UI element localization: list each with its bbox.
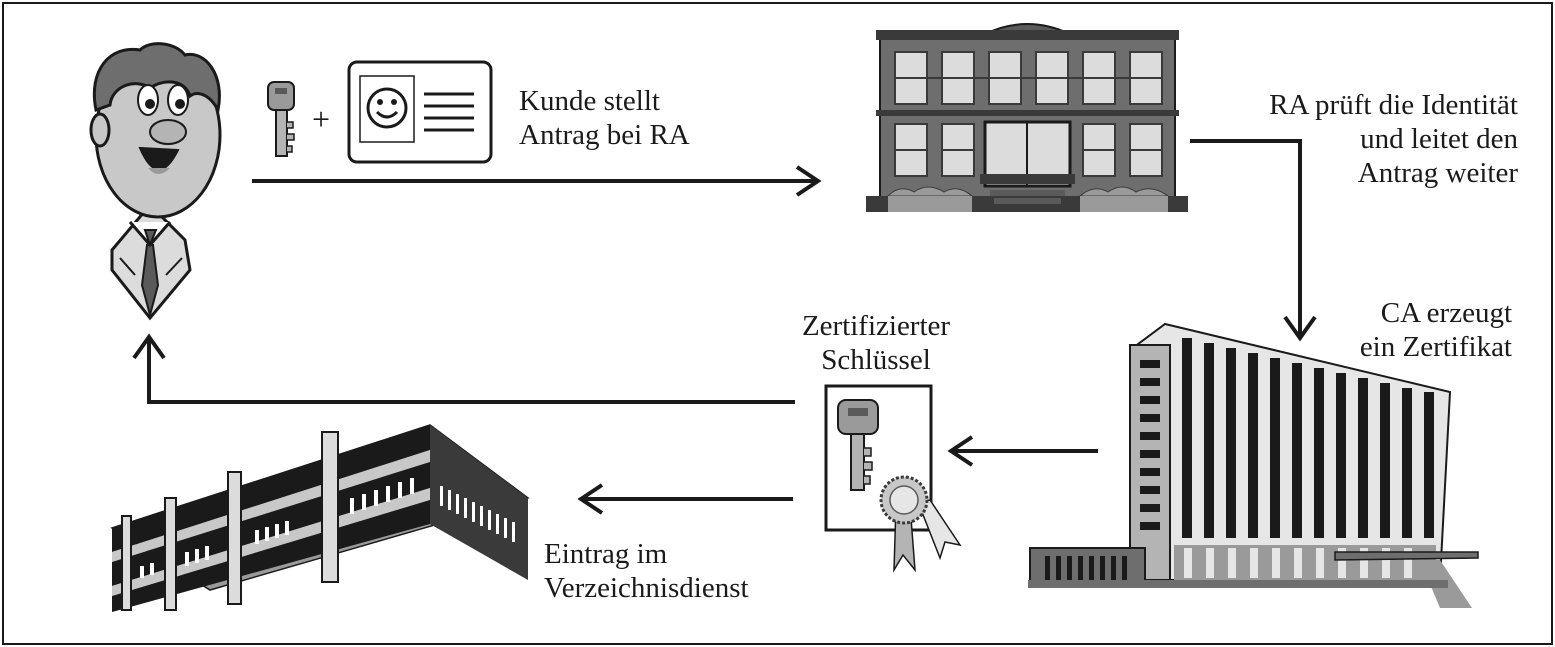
ra-building-icon — [866, 23, 1188, 212]
plus-sign: + — [312, 101, 331, 137]
id-card-icon — [347, 60, 493, 164]
ca-building-icon — [1028, 322, 1479, 608]
arrow-certificate-to-customer — [132, 333, 795, 404]
label-ca-create: CA erzeugt ein Zertifikat — [1359, 297, 1512, 363]
directory-building-icon — [110, 424, 530, 612]
label-customer-request: Kunde stellt Antrag bei RA — [519, 85, 690, 151]
certificate-icon — [824, 384, 962, 573]
label-ra-check: RA prüft die Identität und leitet den An… — [1269, 89, 1518, 189]
arrow-ra-to-ca — [1190, 139, 1317, 342]
arrow-customer-to-ra — [252, 165, 822, 197]
arrow-ca-to-certificate — [947, 435, 1098, 467]
label-certified-key: Zertifizierter Schlüssel — [801, 310, 951, 376]
person-icon — [89, 42, 222, 321]
key-icon — [267, 81, 295, 157]
label-directory-entry: Eintrag im Verzeichnisdienst — [544, 538, 749, 604]
arrow-certificate-to-directory — [577, 483, 793, 515]
